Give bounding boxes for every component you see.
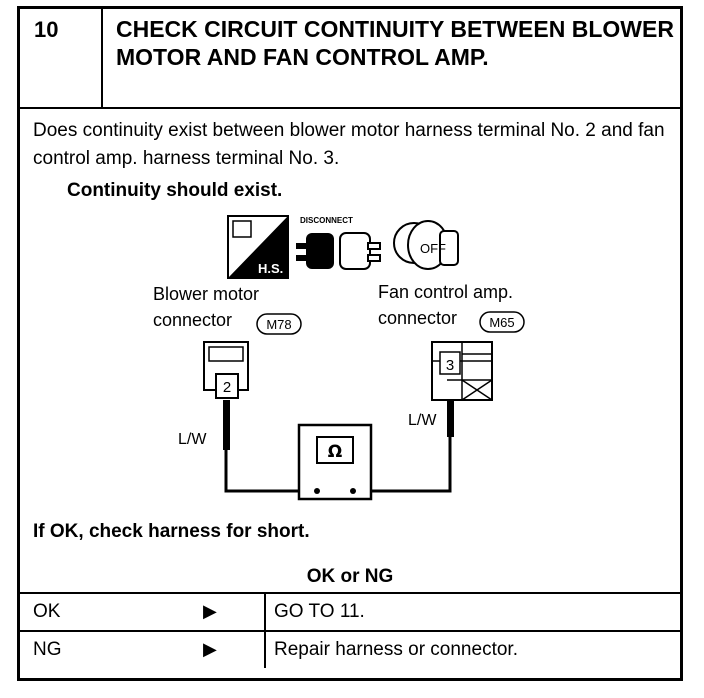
blower-wire-color: L/W bbox=[178, 431, 207, 448]
criterion-text: Continuity should exist. bbox=[67, 180, 283, 201]
result-header: OK or NG bbox=[306, 566, 394, 587]
fan-amp-wire-color: L/W bbox=[408, 412, 437, 429]
fan-amp-label-line2: connector bbox=[378, 308, 458, 328]
step-header: 10 CHECK CIRCUIT CONTINUITY BETWEEN BLOW… bbox=[20, 9, 680, 109]
arrow-icon: ▶ bbox=[203, 639, 217, 659]
procedure-table: 10 CHECK CIRCUIT CONTINUITY BETWEEN BLOW… bbox=[17, 6, 683, 681]
harness-side-icon: H.S. bbox=[227, 215, 289, 279]
fan-amp-terminal: 3 bbox=[446, 357, 454, 374]
arrow-icon: ▶ bbox=[203, 601, 217, 621]
blower-probe bbox=[223, 400, 230, 450]
question-text: Does continuity exist between blower mot… bbox=[33, 120, 665, 169]
ignition-off-icon: OFF bbox=[393, 220, 459, 270]
fan-amp-connector: 3 bbox=[431, 341, 493, 401]
result-row-ok: OK ▶ GO TO 11. bbox=[20, 592, 680, 630]
result-row-ng: NG ▶ Repair harness or connector. bbox=[20, 630, 680, 668]
fan-amp-label-line1: Fan control amp. bbox=[378, 282, 514, 302]
fan-amp-probe bbox=[447, 400, 454, 437]
off-text: OFF bbox=[420, 241, 446, 256]
column-divider bbox=[264, 594, 266, 630]
continuity-diagram: H.S. DISCONNECT OFF M78 M65 bbox=[203, 215, 525, 501]
hs-text: H.S. bbox=[258, 261, 283, 276]
result-action: Repair harness or connector. bbox=[274, 639, 518, 660]
wire-left bbox=[224, 450, 310, 493]
result-action: GO TO 11. bbox=[274, 601, 365, 622]
m78-code: M78 bbox=[266, 317, 291, 332]
wire-right bbox=[360, 437, 452, 493]
blower-motor-connector: 2 bbox=[203, 341, 249, 399]
ohm-symbol: Ω bbox=[328, 442, 342, 462]
blower-terminal: 2 bbox=[223, 379, 231, 396]
disconnect-text: DISCONNECT bbox=[300, 216, 353, 225]
blower-label-line2: connector bbox=[153, 310, 233, 330]
ohmmeter: Ω bbox=[297, 423, 373, 501]
result-key: OK bbox=[33, 601, 61, 622]
step-title: CHECK CIRCUIT CONTINUITY BETWEEN BLOWER … bbox=[116, 16, 674, 70]
result-key: NG bbox=[33, 639, 62, 660]
disconnect-icon: DISCONNECT bbox=[296, 216, 381, 270]
m65-code: M65 bbox=[489, 315, 514, 330]
step-number: 10 bbox=[20, 9, 103, 107]
column-divider bbox=[264, 632, 266, 668]
note-text: If OK, check harness for short. bbox=[33, 521, 310, 542]
blower-label-line1: Blower motor bbox=[153, 284, 260, 304]
